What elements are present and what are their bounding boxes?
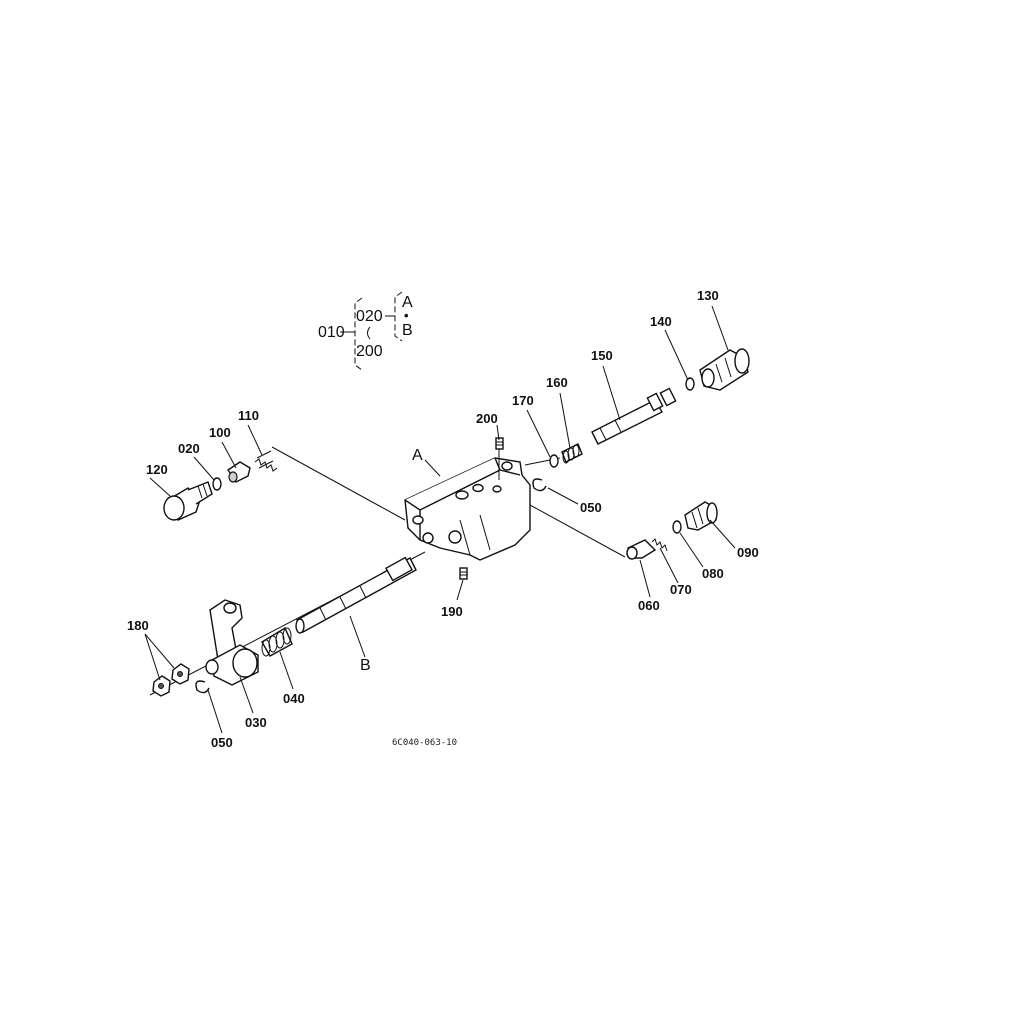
part-150-spool bbox=[591, 387, 677, 445]
callout-ref-a: A bbox=[412, 447, 423, 464]
assembly-legend: 010 020 200 A • B bbox=[318, 291, 413, 371]
callout-040: 040 bbox=[283, 691, 305, 706]
callout-080: 080 bbox=[702, 566, 724, 581]
callout-190: 190 bbox=[441, 604, 463, 619]
callout-labels: 130 140 150 160 170 200 A 110 100 020 12… bbox=[127, 288, 759, 750]
callout-090: 090 bbox=[737, 545, 759, 560]
callout-050-upper: 050 bbox=[580, 500, 602, 515]
leader-lines bbox=[144, 305, 736, 734]
legend-sub-bottom: 200 bbox=[356, 343, 383, 360]
part-180-nuts bbox=[152, 663, 190, 697]
part-shaft-b bbox=[295, 556, 417, 634]
part-050-snap-ring-upper bbox=[532, 478, 547, 492]
part-170-o-ring bbox=[549, 454, 559, 468]
callout-150: 150 bbox=[591, 348, 613, 363]
part-100-poppet bbox=[227, 461, 251, 483]
callout-180: 180 bbox=[127, 618, 149, 633]
part-050-snap-ring-lower bbox=[195, 680, 210, 694]
legend-ref-dot: • bbox=[404, 308, 409, 323]
part-040-spring bbox=[261, 626, 293, 657]
legend-main-number: 010 bbox=[318, 324, 345, 341]
callout-120: 120 bbox=[146, 462, 168, 477]
part-140-o-ring bbox=[685, 377, 695, 391]
callout-160: 160 bbox=[546, 375, 568, 390]
part-160-spring bbox=[561, 443, 583, 464]
legend-sub-top: 020 bbox=[356, 308, 383, 325]
part-020-o-ring bbox=[212, 477, 222, 491]
callout-ref-b: B bbox=[360, 657, 371, 674]
legend-ref-b: B bbox=[402, 322, 413, 339]
figure-code: 6C040-063-10 bbox=[392, 738, 457, 748]
part-080-o-ring bbox=[672, 520, 682, 534]
legend-ref-a: A bbox=[402, 294, 413, 311]
part-120-plug-head bbox=[163, 481, 213, 521]
part-130-cap bbox=[699, 348, 750, 391]
part-070-spring bbox=[651, 538, 668, 552]
part-030-lever bbox=[205, 599, 259, 686]
callout-050-lower: 050 bbox=[211, 735, 233, 750]
callout-060: 060 bbox=[638, 598, 660, 613]
part-190-plug bbox=[459, 567, 468, 580]
callout-070: 070 bbox=[670, 582, 692, 597]
callout-110: 110 bbox=[238, 408, 259, 423]
callout-020: 020 bbox=[178, 441, 200, 456]
callout-170: 170 bbox=[512, 393, 534, 408]
part-090-cap bbox=[684, 501, 718, 531]
valve-body bbox=[404, 457, 531, 561]
part-060-poppet bbox=[626, 539, 657, 560]
callout-140: 140 bbox=[650, 314, 672, 329]
callout-200: 200 bbox=[476, 411, 498, 426]
callout-130: 130 bbox=[697, 288, 719, 303]
callout-030: 030 bbox=[245, 715, 267, 730]
callout-100: 100 bbox=[209, 425, 231, 440]
part-200-plug bbox=[495, 437, 504, 480]
part-110-spring bbox=[254, 450, 278, 472]
